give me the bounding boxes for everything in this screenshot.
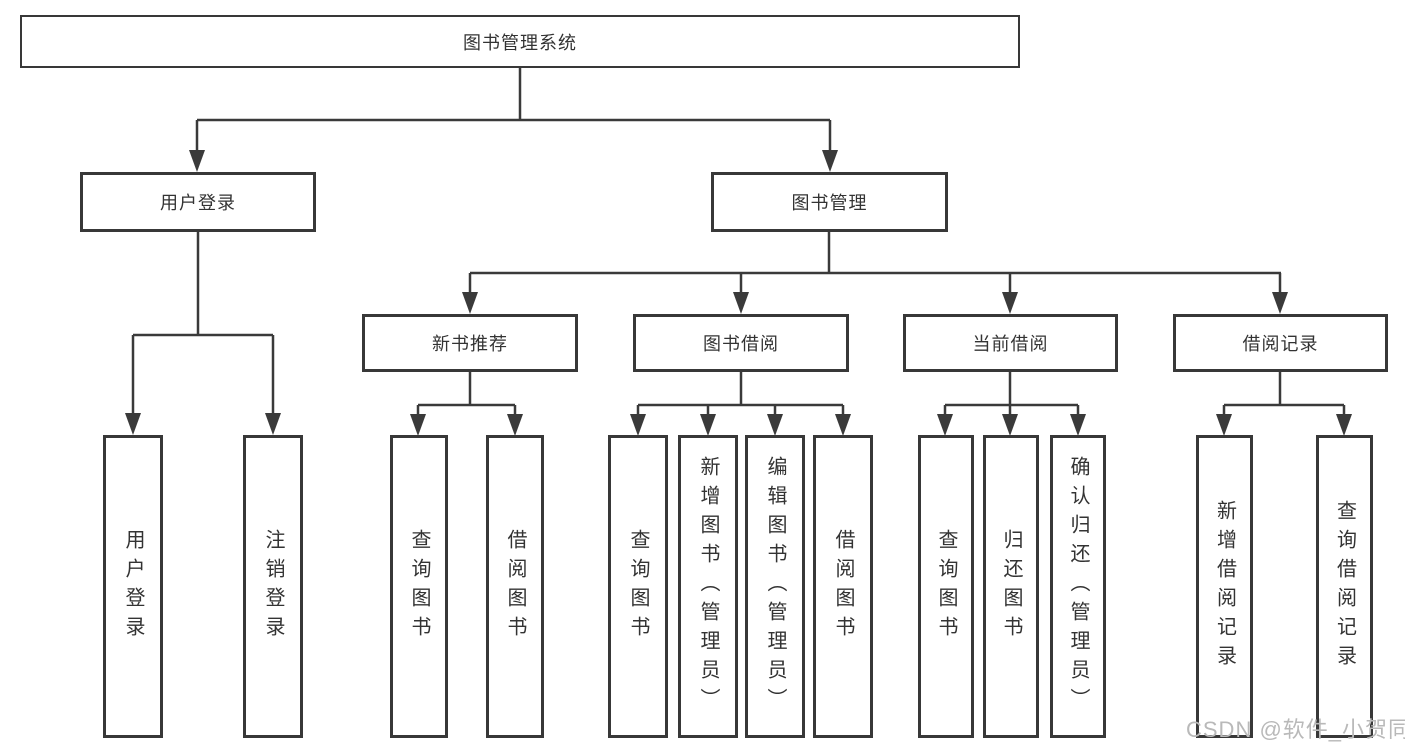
leaf-edit-books-admin: 编辑图书（管理员） xyxy=(745,435,805,738)
leaf-add-books-admin: 新增图书（管理员） xyxy=(678,435,738,738)
leaf-user-login: 用户登录 xyxy=(103,435,163,738)
node-book-management: 图书管理 xyxy=(711,172,948,232)
leaf-add-borrow-record: 新增借阅记录 xyxy=(1196,435,1253,738)
node-user-login: 用户登录 xyxy=(80,172,316,232)
node-book-borrowing: 图书借阅 xyxy=(633,314,849,372)
node-new-book-recommend: 新书推荐 xyxy=(362,314,578,372)
leaf-query-books-borrowing: 查询图书 xyxy=(608,435,668,738)
leaf-borrow-books-recommend: 借阅图书 xyxy=(486,435,544,738)
leaf-confirm-return-admin: 确认归还（管理员） xyxy=(1050,435,1106,738)
leaf-query-books-recommend: 查询图书 xyxy=(390,435,448,738)
node-current-borrowing: 当前借阅 xyxy=(903,314,1118,372)
leaf-logout: 注销登录 xyxy=(243,435,303,738)
leaf-query-books-current: 查询图书 xyxy=(918,435,974,738)
leaf-return-books: 归还图书 xyxy=(983,435,1039,738)
node-borrow-records: 借阅记录 xyxy=(1173,314,1388,372)
leaf-borrow-books-borrowing: 借阅图书 xyxy=(813,435,873,738)
node-root-system: 图书管理系统 xyxy=(20,15,1020,68)
leaf-query-borrow-record: 查询借阅记录 xyxy=(1316,435,1373,738)
csdn-watermark: CSDN @软件_小贺同学 xyxy=(1186,717,1405,742)
